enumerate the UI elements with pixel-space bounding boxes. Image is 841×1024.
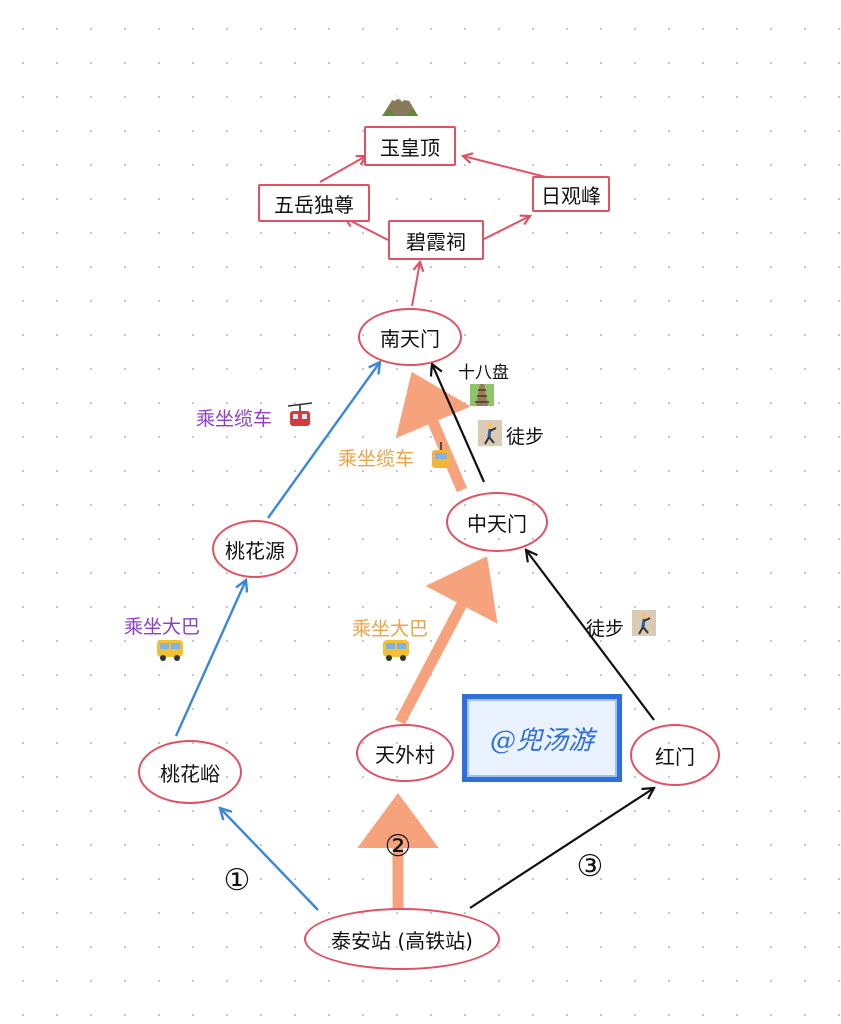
node-tianwaicun: 天外村 — [356, 724, 454, 782]
arrow-taian-hongmen — [469, 788, 654, 909]
arrow-riguanfeng-yuhuangding — [463, 156, 551, 179]
bus-icon — [157, 640, 183, 661]
cable-car-icon — [432, 442, 450, 468]
label-walk-lower-text: 徒步 — [586, 618, 625, 640]
label-walk-upper-text: 徒步 — [506, 426, 545, 448]
arrow-tianwaicun-zhongtianmen — [395, 556, 498, 725]
node-taohuayu-label: 桃花峪 — [160, 761, 220, 786]
node-taian-station-label: 泰安站 (高铁站) — [331, 928, 473, 953]
label-walk-upper: 徒步 — [506, 422, 544, 449]
label-bus-route2: 乘坐大巴 — [352, 614, 428, 641]
arrow-wuyueduzun-yuhuangding — [319, 156, 366, 183]
node-taian-station: 泰安站 (高铁站) — [304, 908, 500, 970]
route-number-2-text: ② — [384, 829, 412, 864]
node-yuhuangding: 玉皇顶 — [364, 126, 456, 166]
arrow-taohuayuan-nantianmen — [267, 362, 380, 519]
node-riguanfeng: 日观峰 — [532, 176, 610, 212]
label-eighteen-bends: 十八盘 — [458, 358, 509, 383]
cable-car-icon — [287, 402, 313, 426]
node-nantianmen-label: 南天门 — [380, 326, 440, 351]
label-bus-route2-text: 乘坐大巴 — [352, 618, 429, 640]
label-cable-car-route1: 乘坐缆车 — [196, 404, 272, 431]
arrow-zhongtianmen-nantianmen-walk — [432, 364, 486, 483]
route-number-1: ① — [222, 866, 252, 896]
node-taohuayuan: 桃花源 — [212, 520, 298, 578]
node-wuyueduzun: 五岳独尊 — [258, 184, 370, 222]
label-cable-car-route1-text: 乘坐缆车 — [196, 408, 273, 430]
label-cable-car-route2: 乘坐缆车 — [338, 444, 414, 471]
node-bixiaci: 碧霞祠 — [388, 220, 484, 260]
node-wuyueduzun-label: 五岳独尊 — [274, 192, 354, 217]
node-taohuayu: 桃花峪 — [138, 740, 242, 804]
climber-icon — [478, 420, 502, 446]
label-eighteen-bends-text: 十八盘 — [458, 363, 509, 383]
watermark-stamp: @兜汤游 — [462, 694, 622, 782]
mountain-icon — [382, 94, 418, 116]
label-bus-route1: 乘坐大巴 — [124, 612, 200, 639]
node-riguanfeng-label: 日观峰 — [541, 183, 601, 208]
railway-icon — [470, 384, 494, 406]
route-number-1-text: ① — [223, 863, 251, 898]
route-number-2: ② — [383, 832, 413, 862]
node-zhongtianmen-label: 中天门 — [467, 511, 527, 536]
label-walk-lower: 徒步 — [586, 614, 624, 641]
node-taohuayuan-label: 桃花源 — [225, 538, 285, 563]
arrow-zhongtianmen-nantianmen-cable — [395, 371, 471, 493]
bus-icon — [383, 640, 409, 661]
route-number-3-text: ③ — [576, 849, 604, 884]
arrow-hongmen-zhongtianmen — [526, 550, 655, 721]
node-zhongtianmen: 中天门 — [446, 492, 548, 552]
arrow-nantianmen-bixiaci — [411, 262, 420, 307]
node-hongmen: 红门 — [630, 724, 720, 786]
arrow-taohuayu-taohuayuan — [174, 580, 246, 737]
arrow-bixiaci-riguanfeng — [481, 216, 530, 241]
node-hongmen-label: 红门 — [655, 744, 695, 769]
climber-icon — [632, 610, 656, 636]
label-cable-car-route2-text: 乘坐缆车 — [338, 448, 415, 470]
node-tianwaicun-label: 天外村 — [375, 742, 435, 767]
node-yuhuangding-label: 玉皇顶 — [380, 135, 440, 160]
watermark-text: @兜汤游 — [489, 725, 594, 756]
node-bixiaci-label: 碧霞祠 — [406, 229, 466, 254]
label-bus-route1-text: 乘坐大巴 — [124, 616, 201, 638]
arrow-taian-taohuayu — [220, 808, 319, 911]
route-number-3: ③ — [575, 852, 605, 882]
node-nantianmen: 南天门 — [358, 308, 462, 366]
